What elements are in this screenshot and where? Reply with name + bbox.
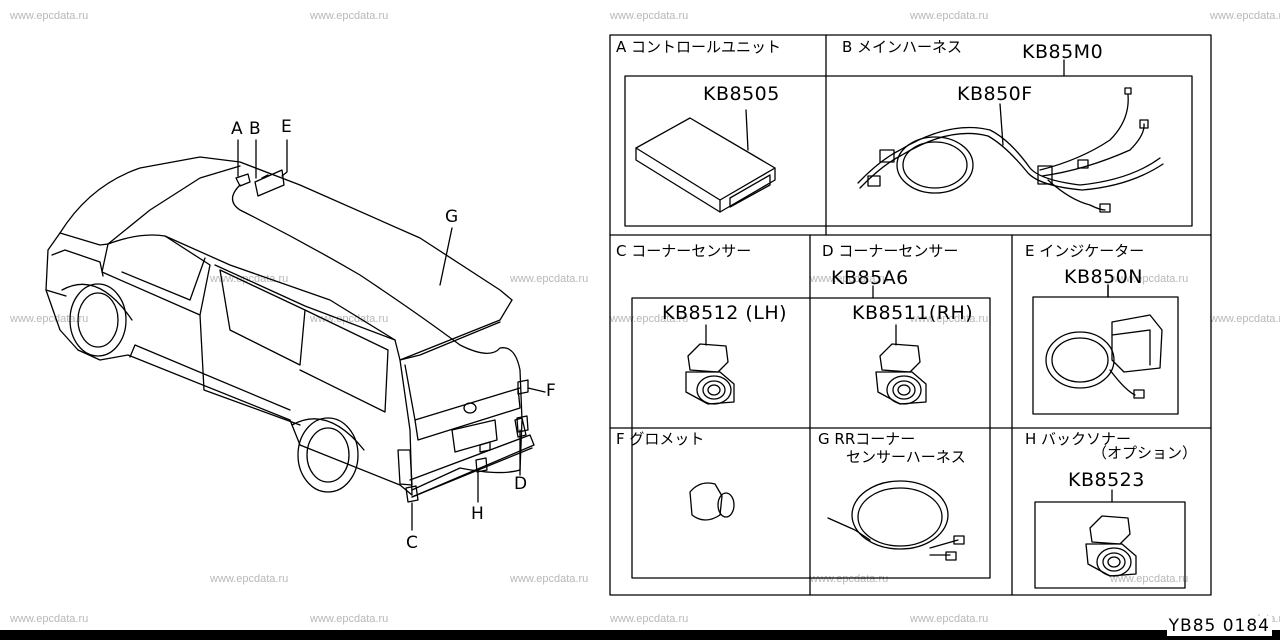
watermark: www.epcdata.ru xyxy=(1110,273,1189,285)
watermark: www.epcdata.ru xyxy=(810,573,889,585)
watermark: www.epcdata.ru xyxy=(610,313,689,325)
watermark: www.epcdata.ru xyxy=(10,313,89,325)
watermark: www.epcdata.ru xyxy=(1110,573,1189,585)
watermark: www.epcdata.ru xyxy=(210,573,289,585)
part-g-label-1: G RRコーナー xyxy=(818,430,916,448)
watermark: www.epcdata.ru xyxy=(10,10,89,22)
part-c-label: C コーナーセンサー xyxy=(616,242,752,260)
part-b-label: B メインハーネス xyxy=(842,38,963,56)
callout-g: G xyxy=(445,207,459,227)
watermark: www.epcdata.ru xyxy=(310,613,389,625)
watermark: www.epcdata.ru xyxy=(810,273,889,285)
parts-table-frame xyxy=(609,34,1212,596)
part-e-number: KB850N xyxy=(1064,266,1143,288)
watermark: www.epcdata.ru xyxy=(510,273,589,285)
part-h-label-2: （オプション） xyxy=(1092,444,1198,462)
watermark: www.epcdata.ru xyxy=(610,613,689,625)
watermark: www.epcdata.ru xyxy=(910,613,989,625)
callout-d: D xyxy=(514,474,528,494)
part-d-label: D コーナーセンサー xyxy=(822,242,959,260)
control-unit-illustration xyxy=(635,109,776,213)
callout-b: B xyxy=(249,119,261,139)
corner-sensor-rh xyxy=(875,324,927,405)
callout-h: H xyxy=(471,504,484,524)
watermark: www.epcdata.ru xyxy=(210,273,289,285)
page-code: YB85 0184 xyxy=(1166,616,1272,636)
watermark: www.epcdata.ru xyxy=(910,313,989,325)
part-a-number: KB8505 xyxy=(703,83,780,105)
callout-a: A xyxy=(231,119,243,139)
part-a-label: A コントロールユニット xyxy=(616,38,782,56)
watermark: www.epcdata.ru xyxy=(310,10,389,22)
callout-f: F xyxy=(546,381,556,401)
watermark: www.epcdata.ru xyxy=(910,10,989,22)
van-drawing xyxy=(45,139,546,531)
part-b-assy-number: KB85M0 xyxy=(1022,41,1104,63)
watermark: www.epcdata.ru xyxy=(510,573,589,585)
part-d-assy-number: KB85A6 xyxy=(831,267,909,289)
rr-corner-harness-illustration xyxy=(827,480,965,561)
watermark: www.epcdata.ru xyxy=(1210,313,1280,325)
part-h-number: KB8523 xyxy=(1068,469,1145,491)
part-f-label: F グロメット xyxy=(616,430,705,448)
indicator-illustration xyxy=(1045,284,1163,399)
back-sonar-illustration xyxy=(1085,515,1137,577)
main-harness-illustration xyxy=(857,87,1164,213)
callout-c: C xyxy=(406,533,418,553)
grommet-illustration xyxy=(689,482,735,521)
part-d-number: KB8511(RH) xyxy=(852,302,974,324)
part-c-number: KB8512 (LH) xyxy=(662,302,788,324)
watermark: www.epcdata.ru xyxy=(10,613,89,625)
part-h-label-1: H バックソナー xyxy=(1025,430,1132,448)
part-b-number: KB850F xyxy=(957,83,1033,105)
bottom-border xyxy=(0,630,1280,640)
corner-sensor-lh xyxy=(685,324,735,405)
callout-e: E xyxy=(281,117,292,137)
watermark: www.epcdata.ru xyxy=(1210,10,1280,22)
part-g-label-2: センサーハーネス xyxy=(846,448,966,466)
watermark: www.epcdata.ru xyxy=(610,10,689,22)
part-e-label: E インジケーター xyxy=(1025,242,1145,260)
